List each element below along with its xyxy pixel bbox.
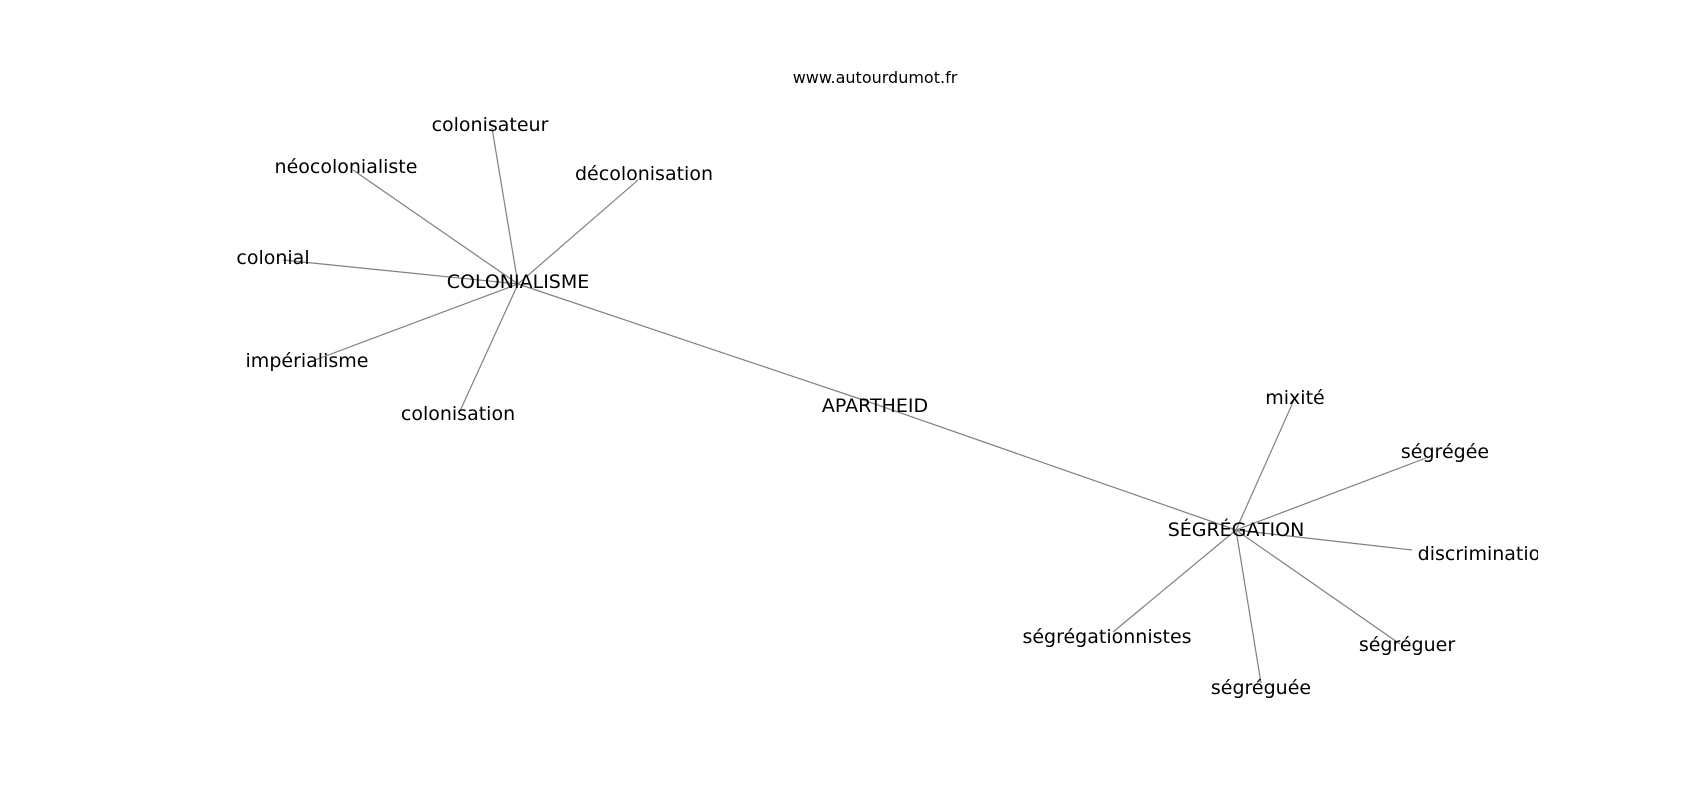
edge-colonialisme-colonisateur	[491, 127, 519, 285]
node-label-segregee[interactable]: ségrégée	[1401, 441, 1489, 463]
edge-segregation-mixite	[1235, 399, 1295, 531]
node-label-segreguer[interactable]: ségréguer	[1359, 634, 1456, 656]
node-label-mixite[interactable]: mixité	[1265, 387, 1324, 409]
node-label-colonisateur[interactable]: colonisateur	[432, 114, 549, 136]
edge-colonialisme-colonisation	[459, 283, 519, 412]
edge-segregation-discrimination	[1235, 529, 1413, 551]
node-label-segregation[interactable]: SÉGRÉGATION	[1168, 518, 1305, 541]
node-label-neocolonialiste[interactable]: néocolonialiste	[275, 156, 418, 178]
node-label-imperialisme[interactable]: impérialisme	[246, 350, 369, 372]
edge-colonialisme-decolonisation	[517, 179, 639, 285]
node-label-segregationnistes[interactable]: ségrégationnistes	[1022, 626, 1191, 648]
edge-segregation-segregee	[1235, 457, 1427, 531]
edge-colonialisme-neocolonialiste	[352, 169, 519, 285]
source-url: www.autourdumot.fr	[793, 68, 958, 87]
edge-colonialisme-colonial	[282, 259, 519, 285]
label-layer: APARTHEID COLONIALISME SÉGRÉGATION colonisa…	[236, 114, 1553, 699]
node-label-colonial[interactable]: colonial	[236, 247, 309, 269]
edge-colonialisme-apartheid	[517, 283, 876, 405]
node-label-colonisation[interactable]: colonisation	[401, 403, 515, 425]
node-label-discrimination[interactable]: discrimination	[1418, 543, 1553, 565]
node-label-colonialisme[interactable]: COLONIALISME	[447, 271, 590, 293]
edge-colonialisme-imperialisme	[314, 283, 519, 361]
edge-layer	[282, 127, 1427, 684]
node-label-apartheid[interactable]: APARTHEID	[822, 395, 928, 417]
edge-segregation-segreguee	[1235, 529, 1262, 684]
node-label-segreguee[interactable]: ségréguée	[1211, 677, 1311, 699]
edge-segregation-segregationnistes	[1112, 529, 1237, 633]
edge-segregation-segreguer	[1235, 529, 1401, 645]
node-label-decolonisation[interactable]: décolonisation	[575, 163, 713, 185]
edge-apartheid-segregation	[874, 403, 1237, 531]
